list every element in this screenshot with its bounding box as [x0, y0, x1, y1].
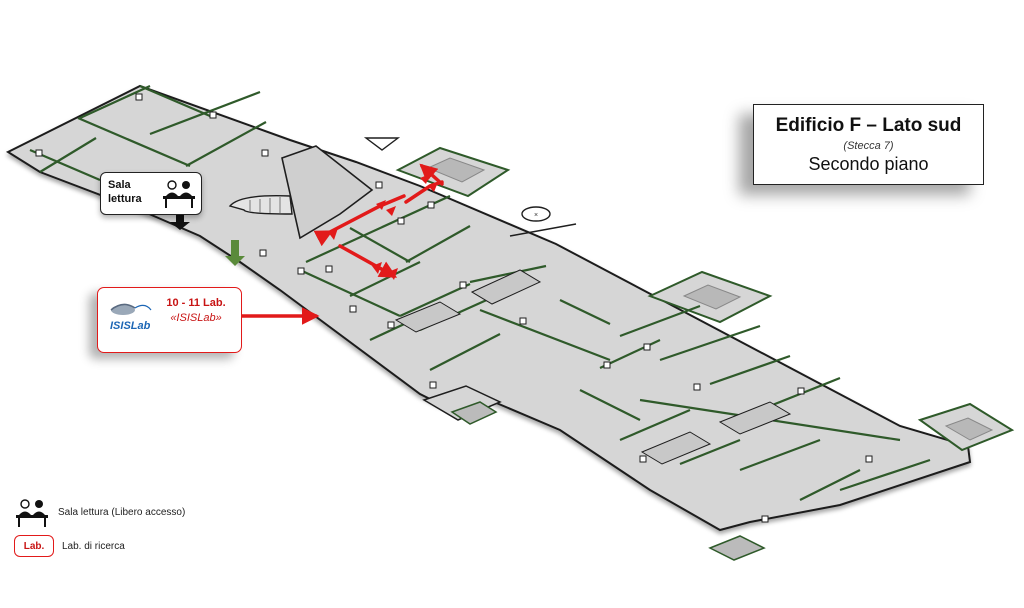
title-box: Edificio F – Lato sud (Stecca 7) Secondo… [753, 104, 984, 185]
svg-text:×: × [534, 212, 538, 219]
entrance-arrow [225, 240, 245, 266]
middle-stair-tower [647, 270, 773, 324]
reading-desk-icon [163, 180, 195, 208]
reading-room-arrow [170, 214, 190, 230]
reading-desk-icon [16, 499, 48, 527]
compass-icon: × [363, 137, 577, 237]
legend-lab-text: Lab. di ricerca [62, 540, 125, 552]
stairs [394, 269, 792, 465]
legend-reading-room: Sala lettura (Libero accesso) [14, 496, 185, 528]
lab-name: «ISISLab» [170, 312, 222, 324]
route-chevrons [328, 174, 438, 280]
atrium [281, 145, 374, 240]
legend-lab: Lab. Lab. di ricerca [14, 535, 125, 557]
floor-label: Secondo piano [808, 154, 929, 174]
north-stair-tower [395, 146, 511, 198]
isislab-logo-text: ISISLab [110, 320, 151, 332]
lab-numbers: 10 - 11 Lab. [166, 297, 226, 309]
annex-1 [422, 385, 502, 425]
isislab-card[interactable]: ISISLab 10 - 11 Lab. «ISISLab» [97, 287, 242, 353]
annex-2 [708, 535, 766, 561]
legend-reading-room-text: Sala lettura (Libero accesso) [58, 506, 186, 518]
sala-lettura-label: Sala lettura [108, 179, 142, 205]
south-stair-tower [917, 402, 1015, 452]
interior-walls [29, 84, 931, 501]
legend-lab-box: Lab. [14, 535, 54, 557]
spiral-stair [228, 195, 293, 215]
section-subtitle: (Stecca 7) [843, 140, 894, 152]
building-title: Edificio F – Lato sud [775, 115, 962, 136]
isislab-logo-icon [110, 303, 152, 315]
sala-lettura-card[interactable]: Sala lettura [100, 172, 202, 215]
door-markers [35, 93, 873, 523]
